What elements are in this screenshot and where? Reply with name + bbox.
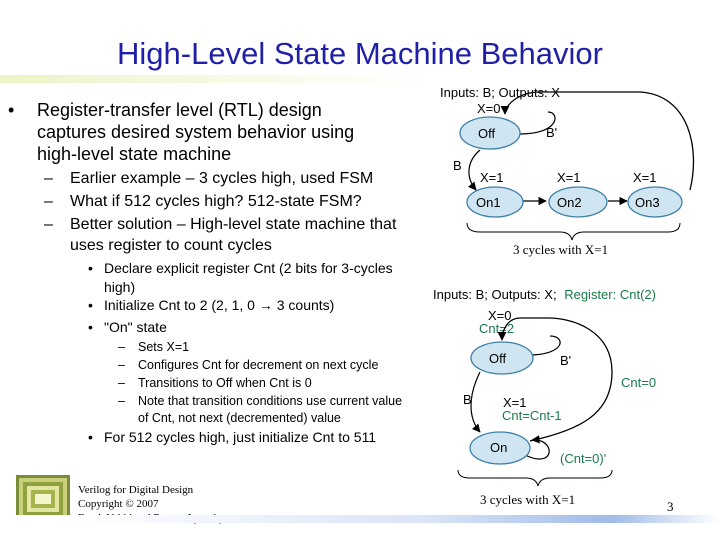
sub-bullet-configures: Configures Cnt for decrement on next cyc… [138,358,379,372]
edge-bprime-bottom [527,335,561,356]
edge-bprime-bottom-label: B' [560,353,571,368]
state-on1-label: On1 [476,195,501,210]
footer-line-copyright: Copyright © 2007 [78,498,159,510]
footer-line-book: Verilog for Digital Design [78,484,194,496]
edge-bprime-top [519,111,556,135]
edge-cnt0-label: Cnt=0 [621,375,656,390]
state-on-bottom [469,431,531,465]
edge-off-to-on1 [467,149,481,191]
dash-marker: – [44,170,53,187]
on1-action: X=1 [480,170,504,185]
fsm-bottom-io-register: Register: Cnt(2) [564,287,656,302]
edge-off-to-on [470,371,481,433]
edge-bprime-label: B' [546,125,557,140]
dash-marker: – [118,394,125,408]
sub-bullet-512: What if 512 cycles high? 512-state FSM? [70,193,362,210]
off-action-x0-bottom: X=0 [488,308,512,323]
edge-b-label: B [453,158,462,173]
state-on2 [548,186,608,218]
fsm-bottom-io-prefix: Inputs: B; Outputs: X; [433,287,557,302]
on-action-x1: X=1 [503,395,527,410]
on2-action: X=1 [557,170,581,185]
bullet-dot: • [8,100,15,120]
bullet-initialize: Initialize Cnt to 2 (2, 1, 0 → 3 counts) [104,297,335,313]
caption-bottom: 3 cycles with X=1 [480,492,575,507]
state-off [459,116,521,150]
footer-band [0,515,720,523]
fsm-top: Inputs: B; Outputs: X X=0 Off B' B X=1 X… [440,85,695,257]
state-on-bottom-label: On [490,440,507,455]
brace-top [466,222,681,241]
title-underline-band [0,75,720,83]
edge-cnt0-not-label: (Cnt=0)' [560,451,606,466]
edge-b-bottom-label: B [463,392,472,407]
edge-on-self-loop [524,435,550,460]
sub-bullet-earlier: Earlier example – 3 cycles high, used FS… [70,170,374,187]
bullet-dot: • [88,429,93,445]
dash-marker: – [44,193,53,210]
dash-marker: – [44,216,53,233]
state-off-bottom [470,341,534,375]
edge-on-to-off-cnt0 [497,317,613,442]
on3-action: X=1 [633,170,657,185]
edge-on3-to-off [500,91,695,191]
dash-marker: – [118,358,125,372]
bullet-512-init: For 512 cycles high, just initialize Cnt… [104,429,377,445]
sub-bullet-better: Better solution – High-level state machi… [70,216,397,254]
sub-bullet-sets: Sets X=1 [138,340,190,354]
fsm-top-io: Inputs: B; Outputs: X [440,85,560,100]
sub-bullet-note: Note that transition conditions use curr… [138,394,403,425]
bullet-dot: • [88,297,93,313]
bullet-on-state: "On" state [104,319,167,335]
state-on1 [466,186,524,218]
sub-bullet-transitions: Transitions to Off when Cnt is 0 [138,376,312,390]
bullet-declare: Declare explicit register Cnt (2 bits fo… [104,260,393,295]
slide-title: High-Level State Machine Behavior [117,36,603,71]
dash-marker: – [118,340,125,354]
state-off-bottom-label: Off [489,351,506,366]
fsm-bottom: Inputs: B; Outputs: X; Register: Cnt(2) … [433,287,656,507]
on-action-cnt-dec: Cnt=Cnt-1 [502,408,562,423]
bullet-rtl: Register-transfer level (RTL) design cap… [37,100,355,164]
page-number: 3 [667,499,674,514]
state-on3-label: On3 [635,195,660,210]
dash-marker: – [118,376,125,390]
fsm-bottom-io: Inputs: B; Outputs: X; Register: Cnt(2) [433,287,656,302]
state-on3 [627,186,683,218]
bullet-dot: • [88,319,93,335]
off-action-x0: X=0 [477,101,501,116]
brace-bottom [457,469,613,487]
bullet-dot: • [88,260,93,276]
state-off-label: Off [478,126,495,141]
state-on2-label: On2 [557,195,582,210]
caption-top: 3 cycles with X=1 [513,242,608,257]
